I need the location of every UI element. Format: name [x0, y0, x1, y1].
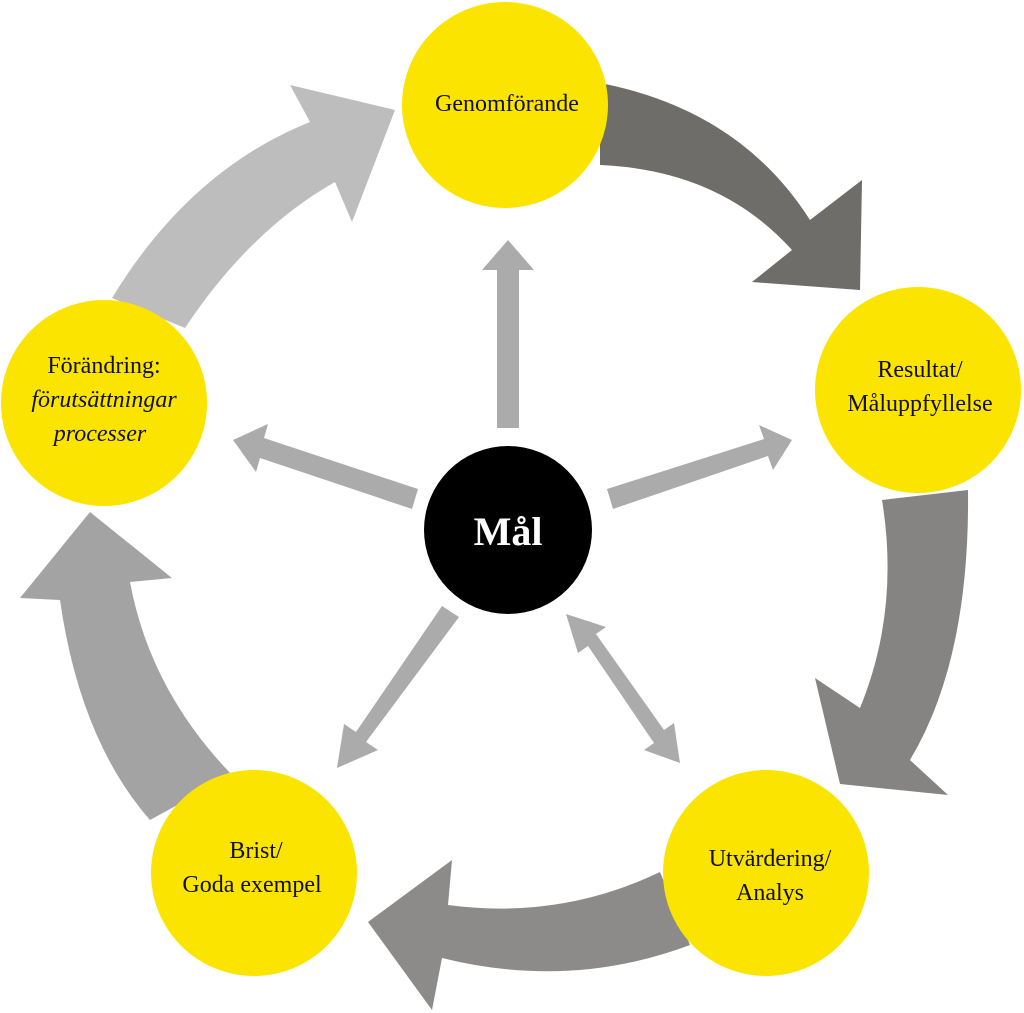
spoke-arrow-down-left	[337, 606, 459, 768]
node-genomforande-label: Genomförande	[435, 91, 579, 117]
cycle-arrow-genomforande-to-resultat	[600, 83, 862, 290]
node-utvardering: Utvärdering/ Analys	[663, 770, 869, 976]
spoke-arrow-down-right	[566, 614, 680, 763]
cycle-arrow-utvardering-to-brist	[368, 860, 690, 1010]
cycle-arrow-brist-to-forandring	[20, 512, 232, 820]
spoke-arrows	[233, 240, 792, 768]
node-brist: Brist/ Goda exempel	[151, 770, 357, 976]
center-label: Mål	[474, 509, 543, 554]
node-utvardering-line2: Analys	[736, 880, 804, 906]
node-forandring-line3: processer	[52, 421, 147, 447]
node-forandring-line1: Förändring:	[47, 353, 160, 379]
node-resultat: Resultat/ Måluppfyllelse	[815, 287, 1021, 493]
node-resultat-line1: Resultat/	[877, 357, 963, 383]
cycle-arrows	[20, 83, 969, 1010]
cycle-arrow-resultat-to-utvardering	[815, 490, 969, 795]
cycle-arrow-forandring-to-genomforande	[112, 85, 395, 328]
spoke-arrow-right	[607, 425, 792, 509]
node-resultat-line2: Måluppfyllelse	[847, 391, 992, 417]
node-genomforande: Genomförande	[402, 2, 608, 208]
node-forandring: Förändring: förutsättningar processer	[1, 300, 207, 506]
spoke-arrow-left	[233, 424, 418, 509]
node-forandring-line2: förutsättningar	[31, 387, 177, 413]
node-brist-line1: Brist/	[229, 838, 283, 864]
spoke-arrow-up	[482, 240, 534, 428]
node-brist-line2: Goda exempel	[182, 872, 322, 898]
center-node: Mål	[424, 446, 592, 614]
node-utvardering-line1: Utvärdering/	[709, 846, 832, 872]
